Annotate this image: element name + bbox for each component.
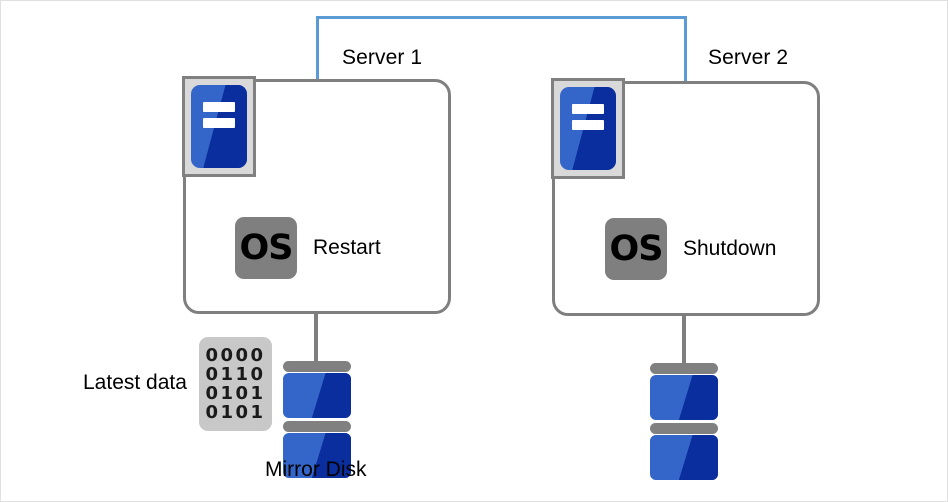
disk-stack-icon	[650, 363, 718, 480]
server-1-label: Server 1	[342, 46, 423, 69]
server-2-os-state: Shutdown	[683, 237, 777, 260]
machine-icon-bar-top	[203, 102, 235, 113]
disk-cap-top	[283, 361, 351, 372]
machine-icon-bar-top	[572, 104, 604, 115]
machine-icon-bar-bottom	[203, 118, 235, 129]
server-1-os-row: OS Restart	[235, 217, 381, 279]
binary-row: 0101	[205, 402, 266, 423]
disk-cap-top	[650, 363, 718, 374]
disk-platter-bottom	[283, 433, 351, 478]
cluster-bracket-left-leg	[316, 16, 319, 81]
disk-platter-bottom	[650, 435, 718, 480]
machine-icon-body	[191, 85, 247, 168]
disk-stack-icon	[283, 361, 351, 478]
os-badge-icon: OS	[605, 218, 667, 280]
binary-row: 0101	[205, 383, 266, 404]
server-2-os-row: OS Shutdown	[605, 218, 776, 280]
disk-cap-middle	[283, 421, 351, 432]
disk-platter-top	[650, 375, 718, 420]
os-badge-icon: OS	[235, 217, 297, 279]
disk-platter-shade	[650, 375, 718, 420]
disk-platter-shade	[283, 433, 351, 478]
server-machine-icon	[551, 78, 625, 179]
binary-row: 0000	[205, 345, 266, 366]
server-1-disk-connector	[314, 314, 318, 366]
server-2-label: Server 2	[708, 46, 789, 69]
machine-icon-body	[560, 87, 616, 170]
latest-data-caption: Latest data	[83, 371, 187, 394]
machine-icon-bar-bottom	[572, 120, 604, 131]
server-machine-icon	[182, 76, 256, 177]
server-2-disk-connector	[682, 316, 686, 366]
server-2-box[interactable]	[552, 81, 820, 316]
binary-row: 0110	[205, 364, 266, 385]
disk-platter-shade	[650, 435, 718, 480]
mirror-disk-label: Mirror Disk	[265, 458, 367, 481]
cluster-bracket-horizontal	[316, 16, 687, 19]
cluster-bracket-right-leg	[684, 16, 687, 83]
disk-platter-top	[283, 373, 351, 418]
disk-cap-middle	[650, 423, 718, 434]
binary-data-block: 0000 0110 0101 0101	[199, 337, 272, 431]
disk-platter-shade	[283, 373, 351, 418]
server-1-os-state: Restart	[313, 236, 381, 259]
